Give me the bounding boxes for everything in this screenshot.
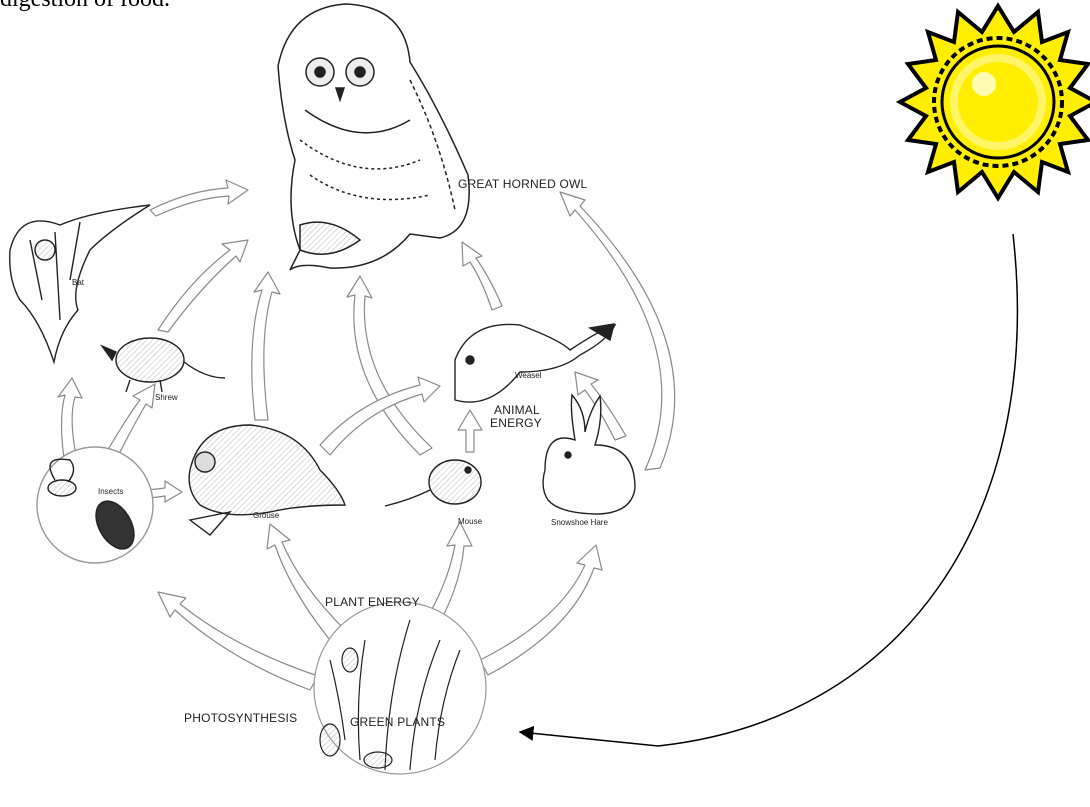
label-photosynthesis: PHOTOSYNTHESIS [184,712,297,725]
arrow-mouse-to-weasel [458,410,482,452]
arrow-plants-to-grouse [267,524,345,640]
sun-icon [900,6,1090,198]
insects-icon [37,447,153,563]
label-animal-energy: ANIMAL ENERGY [490,404,560,429]
label-shrew: Shrew [155,394,178,402]
arrow-weasel-to-owl [462,242,502,310]
label-animal-energy-line2: ENERGY [490,417,560,430]
arrow-grouse-to-owl [252,272,280,420]
label-bat: Bat [72,279,84,287]
label-green-plants: GREEN PLANTS [350,716,445,729]
label-insects: Insects [98,488,123,496]
label-great-horned-owl: GREAT HORNED OWL [458,178,587,191]
label-grouse: Grouse [253,512,279,520]
owl-icon [278,4,469,270]
label-snowshoe-hare: Snowshoe Hare [551,519,608,527]
label-plant-energy: PLANT ENERGY [325,596,420,609]
arrow-shrew-to-owl [158,240,248,332]
arrow-plants-to-hare [480,545,602,675]
arrow-insects-to-shrew [105,384,155,460]
mouse-icon [385,460,481,506]
label-animal-energy-line1: ANIMAL [490,404,560,417]
shrew-icon [102,338,225,392]
arrow-plants-to-insects [158,592,318,690]
label-weasel: Weasel [515,372,542,380]
plants-icon [314,602,486,774]
arrow-mouse-to-owl [347,276,432,455]
arrow-bat-to-owl [150,180,248,216]
label-mouse: Mouse [458,518,482,526]
